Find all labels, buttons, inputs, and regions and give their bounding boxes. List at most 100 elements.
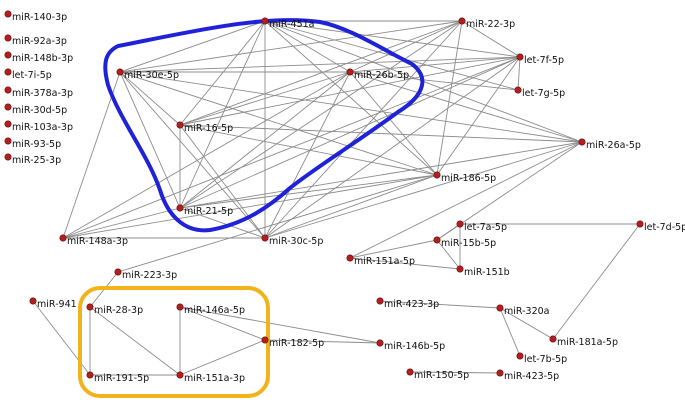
edge-n22-l7f — [461, 20, 521, 58]
node-dot[interactable] — [29, 297, 37, 305]
node-n451[interactable]: miR-451a — [261, 17, 315, 30]
node-dot[interactable] — [433, 236, 441, 244]
node-n378[interactable]: miR-378a-3p — [4, 86, 73, 99]
node-n148a[interactable]: miR-148a-3p — [59, 234, 128, 247]
node-label: miR-181a-5p — [557, 337, 618, 348]
node-label: let-7b-5p — [524, 354, 567, 365]
node-dot[interactable] — [514, 86, 522, 94]
node-n22[interactable]: miR-22-3p — [458, 17, 515, 30]
node-n151a5[interactable]: miR-151a-5p — [346, 254, 415, 267]
node-dot[interactable] — [578, 138, 586, 146]
node-n223[interactable]: miR-223-3p — [114, 268, 177, 281]
node-dot[interactable] — [176, 371, 184, 379]
node-dot[interactable] — [346, 254, 354, 262]
node-dot[interactable] — [86, 303, 94, 311]
node-n26b[interactable]: miR-26b-5p — [346, 68, 409, 81]
node-n423_3[interactable]: miR-423-3p — [376, 297, 439, 310]
node-dot[interactable] — [456, 220, 464, 228]
node-dot[interactable] — [4, 51, 12, 59]
node-dot[interactable] — [261, 336, 269, 344]
node-dot[interactable] — [516, 53, 524, 61]
node-n30d[interactable]: miR-30d-5p — [4, 103, 67, 116]
node-dot[interactable] — [456, 265, 464, 273]
node-l7b[interactable]: let-7b-5p — [516, 352, 567, 365]
node-n150[interactable]: miR-150-5p — [406, 368, 469, 381]
node-l7a[interactable]: let-7a-5p — [456, 220, 507, 233]
node-l7i[interactable]: let-7i-5p — [4, 68, 52, 81]
node-n30c[interactable]: miR-30c-5p — [261, 234, 324, 247]
node-dot[interactable] — [376, 297, 384, 305]
node-n140[interactable]: miR-140-3p — [4, 10, 67, 23]
node-n93[interactable]: miR-93-5p — [4, 137, 61, 150]
node-dot[interactable] — [4, 34, 12, 42]
node-n182[interactable]: miR-182-5p — [261, 336, 324, 349]
node-dot[interactable] — [114, 268, 122, 276]
node-l7d[interactable]: let-7d-5p — [636, 220, 685, 233]
edge-n16-n186 — [179, 124, 438, 176]
edge-n26b-n186 — [349, 71, 438, 176]
node-dot[interactable] — [4, 10, 12, 18]
node-dot[interactable] — [176, 204, 184, 212]
edge-n26b-n16 — [179, 71, 351, 126]
node-n15b[interactable]: miR-15b-5p — [433, 236, 496, 249]
node-dot[interactable] — [261, 17, 269, 25]
node-dot[interactable] — [458, 17, 466, 25]
node-l7g[interactable]: let-7g-5p — [514, 86, 565, 99]
node-label: miR-22-3p — [466, 19, 515, 30]
node-dot[interactable] — [4, 86, 12, 94]
node-dot[interactable] — [4, 103, 12, 111]
node-label: miR-148a-3p — [67, 236, 128, 247]
node-dot[interactable] — [261, 234, 269, 242]
edge-n423_3-n320 — [379, 300, 501, 309]
edge-n30e-n21 — [119, 71, 181, 209]
edge-n186-n30c — [264, 174, 438, 239]
node-n103[interactable]: miR-103a-3p — [4, 120, 73, 133]
edge-n16-n26a — [179, 124, 583, 143]
node-dot[interactable] — [636, 220, 644, 228]
node-l7f[interactable]: let-7f-5p — [516, 53, 564, 66]
node-n92[interactable]: miR-92a-3p — [4, 34, 67, 47]
node-n26a[interactable]: miR-26a-5p — [578, 138, 641, 151]
node-label: miR-30e-5p — [124, 70, 179, 81]
node-dot[interactable] — [376, 339, 384, 347]
node-dot[interactable] — [116, 68, 124, 76]
edge-n26b-l7f — [349, 56, 521, 73]
node-dot[interactable] — [496, 304, 504, 312]
node-dot[interactable] — [346, 68, 354, 76]
node-n181[interactable]: miR-181a-5p — [549, 335, 618, 348]
node-label: miR-451a — [269, 19, 315, 30]
node-dot[interactable] — [4, 137, 12, 145]
node-dot[interactable] — [4, 120, 12, 128]
node-dot[interactable] — [176, 303, 184, 311]
edge-n186-n223 — [117, 174, 438, 273]
node-n146a[interactable]: miR-146a-5p — [176, 303, 245, 316]
edge-n320-l7b — [499, 307, 521, 357]
node-dot[interactable] — [496, 369, 504, 377]
node-n21[interactable]: miR-21-5p — [176, 204, 233, 217]
node-label: miR-423-5p — [504, 371, 559, 382]
node-dot[interactable] — [176, 121, 184, 129]
node-n186[interactable]: miR-186-5p — [433, 171, 496, 184]
node-n30e[interactable]: miR-30e-5p — [116, 68, 179, 81]
node-n320[interactable]: miR-320a — [496, 304, 550, 317]
node-n148b[interactable]: miR-148b-3p — [4, 51, 73, 64]
node-n16[interactable]: miR-16-5p — [176, 121, 233, 134]
node-n151b[interactable]: miR-151b — [456, 265, 510, 278]
node-n423_5[interactable]: miR-423-5p — [496, 369, 559, 382]
node-n146b[interactable]: miR-146b-5p — [376, 339, 445, 352]
node-dot[interactable] — [59, 234, 67, 242]
node-dot[interactable] — [4, 153, 12, 161]
node-dot[interactable] — [406, 368, 414, 376]
node-dot[interactable] — [86, 371, 94, 379]
node-dot[interactable] — [4, 68, 12, 76]
node-n151a3[interactable]: miR-151a-3p — [176, 371, 245, 384]
node-label: let-7g-5p — [522, 88, 565, 99]
node-n28[interactable]: miR-28-3p — [86, 303, 143, 316]
edge-n146a-n182 — [179, 306, 266, 341]
node-n25[interactable]: miR-25-3p — [4, 153, 61, 166]
node-n191[interactable]: miR-191-5p — [86, 371, 149, 384]
node-dot[interactable] — [433, 171, 441, 179]
node-dot[interactable] — [516, 352, 524, 360]
node-n941[interactable]: miR-941 — [29, 297, 77, 310]
node-dot[interactable] — [549, 335, 557, 343]
